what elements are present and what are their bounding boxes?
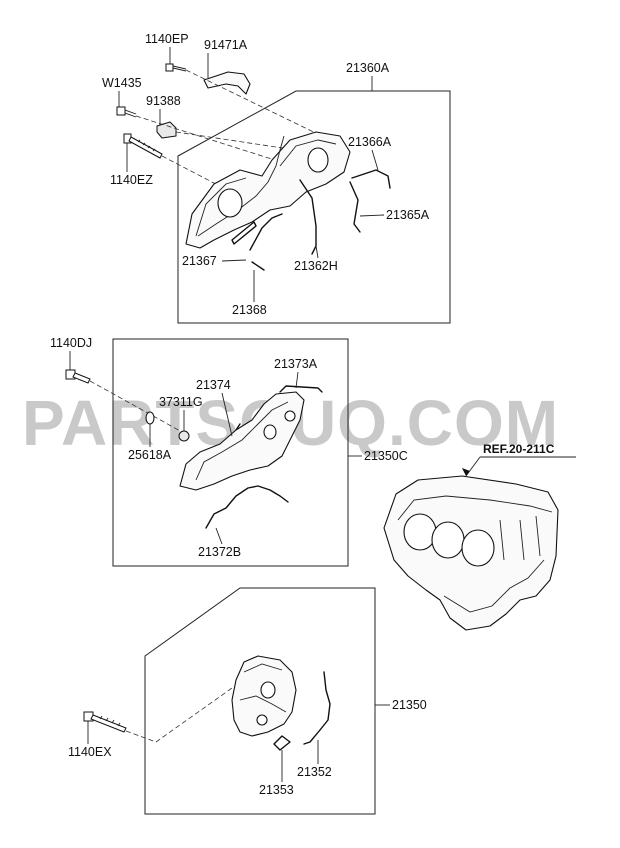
cover-rib <box>239 663 287 713</box>
label-25618A: 25618A <box>128 448 172 462</box>
label-W1435: W1435 <box>102 76 142 90</box>
frame-21360A <box>177 90 451 324</box>
bolt-1140DJ[interactable] <box>65 369 91 384</box>
label-21350: 21350 <box>392 698 427 712</box>
seal-21366A[interactable] <box>351 169 391 189</box>
ring-25618A[interactable] <box>145 411 155 425</box>
bolt-1140EZ[interactable] <box>123 133 163 159</box>
label-37311G: 37311G <box>159 395 203 409</box>
engine-block-deck <box>397 495 553 521</box>
clip-91471A[interactable] <box>203 71 251 95</box>
cylinder-bore <box>431 521 465 559</box>
upper-timing-cover-21360A[interactable] <box>185 131 351 249</box>
spacer-91388[interactable] <box>156 121 177 139</box>
cover-boss <box>256 714 268 726</box>
bolt-W1435[interactable] <box>116 106 137 118</box>
reference-label: REF.20-211C <box>483 442 555 456</box>
label-21352: 21352 <box>297 765 332 779</box>
bolt-1140EP[interactable] <box>165 63 187 72</box>
bolt-1140EX[interactable] <box>83 711 127 733</box>
frame-21350 <box>144 587 376 815</box>
label-91388: 91388 <box>146 94 181 108</box>
cover-rib <box>195 139 337 237</box>
cover-window <box>217 188 243 218</box>
label-21365A: 21365A <box>386 208 430 222</box>
group-middle-timing-cover <box>65 338 349 567</box>
label-21360A: 21360A <box>346 61 390 75</box>
label-1140EX: 1140EX <box>68 745 112 759</box>
cover-boss <box>260 681 276 699</box>
engine-block-skirt <box>443 559 545 613</box>
frame-21350C <box>112 338 349 567</box>
gasket-21362H[interactable] <box>299 179 317 255</box>
group-upper-timing-cover <box>116 63 451 324</box>
label-21372B: 21372B <box>198 545 241 559</box>
seal-37311G[interactable] <box>178 430 190 442</box>
gasket-21352[interactable] <box>303 671 331 745</box>
label-1140EZ: 1140EZ <box>110 173 153 187</box>
cylinder-bore <box>461 529 495 567</box>
label-21367: 21367 <box>182 254 217 268</box>
engine-block-reference: REF.20-211C <box>383 442 576 631</box>
middle-timing-cover-21350C[interactable] <box>179 391 305 491</box>
gasket-21372B[interactable] <box>205 485 289 529</box>
gasket-21367[interactable] <box>231 221 257 245</box>
cover-rib <box>195 401 289 481</box>
label-21373A: 21373A <box>274 357 318 371</box>
labels-group-3: 21350 1140EX 21352 21353 <box>68 698 427 797</box>
gasket-21368[interactable] <box>249 213 283 271</box>
gasket-21353[interactable] <box>273 735 291 751</box>
gasket-21373A[interactable] <box>279 385 323 393</box>
label-91471A: 91471A <box>204 38 248 52</box>
cover-boss <box>284 410 296 422</box>
label-21368: 21368 <box>232 303 267 317</box>
group-lower-timing-cover <box>83 587 376 815</box>
cylinder-bore <box>403 513 437 551</box>
label-21374: 21374 <box>196 378 231 392</box>
cover-belt-edge <box>197 135 285 237</box>
label-21366A: 21366A <box>348 135 392 149</box>
engine-block-ribs <box>499 515 541 561</box>
cover-boss <box>263 424 277 440</box>
gasket-21365A[interactable] <box>349 181 361 233</box>
label-21350C: 21350C <box>364 449 408 463</box>
label-1140EP: 1140EP <box>145 32 189 46</box>
labels-group-1: 1140EP 91471A W1435 91388 1140EZ 21360A … <box>102 32 430 317</box>
cover-window <box>307 147 329 173</box>
label-1140DJ: 1140DJ <box>50 336 92 350</box>
label-21362H: 21362H <box>294 259 338 273</box>
labels-group-2: 1140DJ 21374 21373A 37311G 25618A 21350C… <box>50 336 408 559</box>
label-21353: 21353 <box>259 783 294 797</box>
